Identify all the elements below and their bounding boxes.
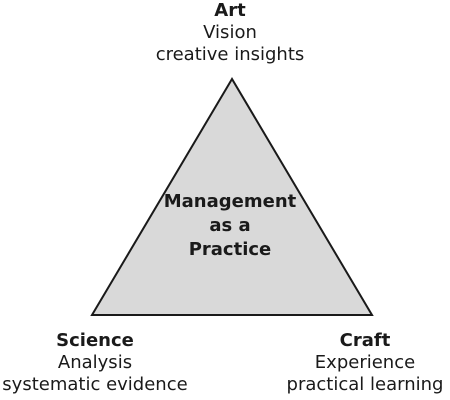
center-line-practice: Practice	[188, 239, 272, 260]
vertex-title-science: Science	[56, 330, 134, 351]
vertex-label-science: Science Analysis systematic evidence	[0, 330, 190, 396]
vertex-line-vision: Vision	[203, 22, 257, 43]
vertex-label-craft: Craft Experience practical learning	[280, 330, 450, 396]
vertex-title-art: Art	[214, 0, 246, 21]
center-label: Management as a Practice	[130, 190, 330, 262]
vertex-title-craft: Craft	[339, 330, 391, 351]
vertex-label-art: Art Vision creative insights	[125, 0, 335, 66]
vertex-line-analysis: Analysis	[57, 352, 133, 373]
vertex-line-creative-insights: creative insights	[155, 44, 305, 65]
vertex-line-practical-learning: practical learning	[286, 374, 444, 395]
vertex-line-experience: Experience	[314, 352, 416, 373]
center-line-management: Management	[163, 191, 297, 212]
vertex-line-systematic-evidence: systematic evidence	[2, 374, 188, 395]
center-line-as-a: as a	[209, 215, 251, 236]
management-triangle	[90, 77, 374, 316]
